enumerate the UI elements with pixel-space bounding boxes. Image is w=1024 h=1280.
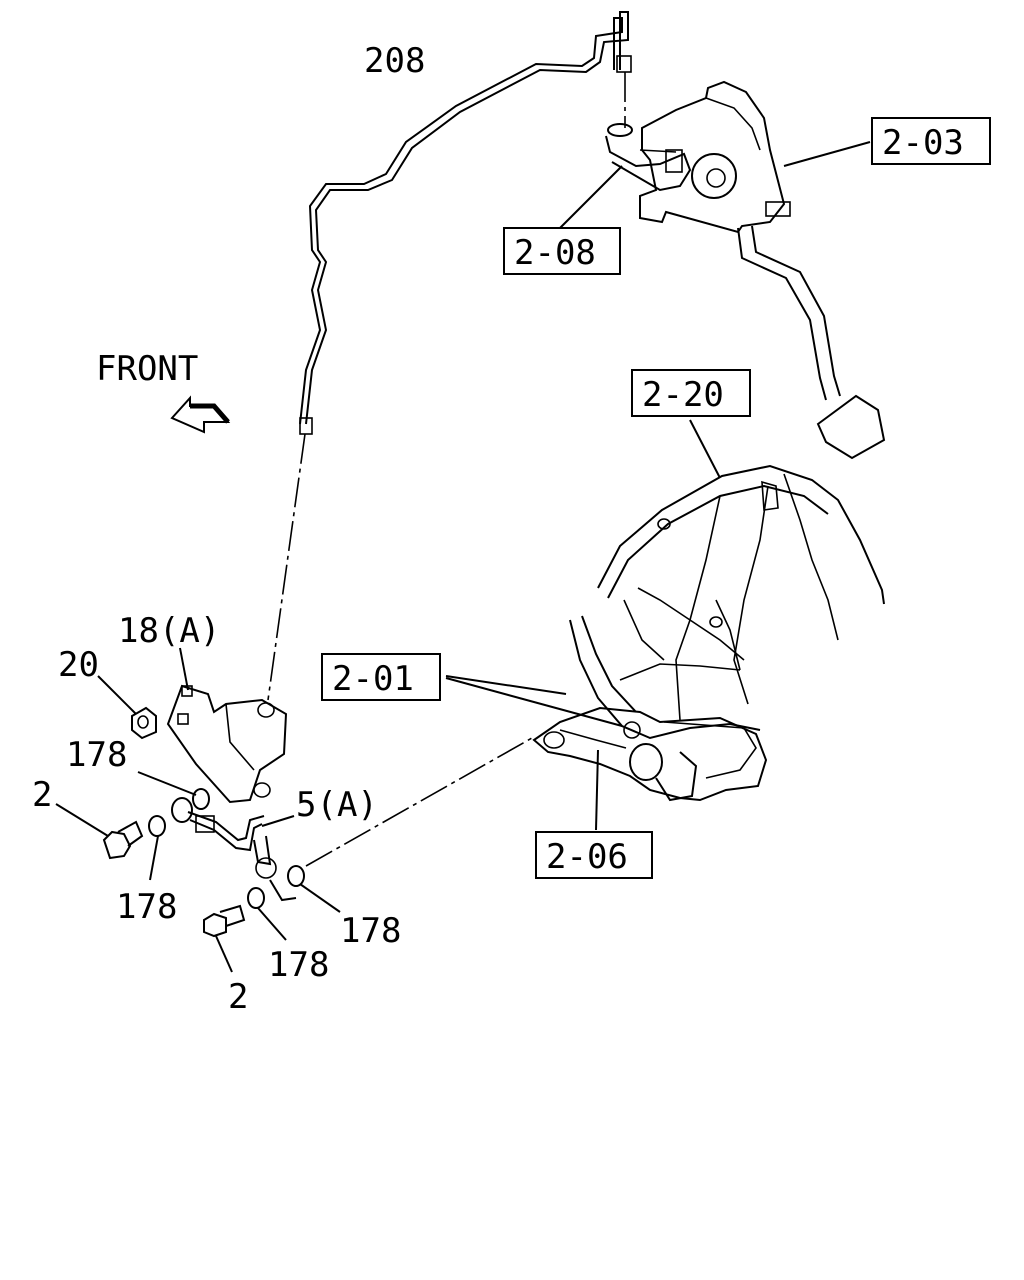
pedal-pad <box>816 394 886 460</box>
label-178-left: 178 <box>116 887 177 927</box>
label-2-03: 2-03 <box>882 123 964 163</box>
leader-5a <box>261 815 295 827</box>
leader-20 <box>97 675 137 715</box>
leader-178-upper <box>137 771 197 796</box>
clutch-hose <box>171 797 297 902</box>
leader-2-06 <box>595 749 599 831</box>
callout-box-2-08 <box>503 227 621 275</box>
label-2-left: 2 <box>32 775 52 815</box>
washer-upper <box>192 788 210 810</box>
leader-178-lower <box>257 907 287 941</box>
washer-right <box>287 865 305 887</box>
label-2-lower: 2 <box>228 977 248 1017</box>
label-178-lower: 178 <box>268 945 329 985</box>
label-20: 20 <box>58 645 99 685</box>
leader-2-03 <box>783 141 871 167</box>
washer-lower <box>247 887 265 909</box>
pedal-pivot <box>691 153 737 199</box>
label-2-20: 2-20 <box>642 375 724 415</box>
pedal-assembly <box>639 80 886 460</box>
leader-2-left <box>55 803 109 837</box>
leader-178-left <box>149 835 159 881</box>
union-bolt-left <box>102 820 144 860</box>
front-label: FRONT <box>96 349 198 389</box>
leader-2-08 <box>559 165 623 229</box>
label-18a: 18(A) <box>118 611 220 651</box>
bracket-nut <box>131 706 157 740</box>
hose-bracket <box>166 684 288 804</box>
callout-box-2-06 <box>535 831 653 879</box>
pipe-to-slave-dash <box>267 433 306 701</box>
clutch-pipe <box>299 11 632 435</box>
callout-box-2-03 <box>871 117 991 165</box>
leader-18a <box>179 647 189 691</box>
leader-2-01-a <box>445 675 567 695</box>
pipe-fitting-upper <box>616 55 632 73</box>
label-178-upper: 178 <box>66 735 127 775</box>
pipe-fitting-lower <box>299 417 313 435</box>
label-2-01: 2-01 <box>332 659 414 699</box>
label-2-08: 2-08 <box>514 233 596 273</box>
master-cylinder <box>605 123 692 192</box>
label-208: 208 <box>364 41 425 81</box>
label-178-right: 178 <box>340 911 401 951</box>
leader-2-01-b <box>445 677 623 727</box>
union-bolt-lower <box>203 904 246 938</box>
leader-178-right <box>299 883 341 913</box>
clutch-housing <box>569 464 885 740</box>
label-2-06: 2-06 <box>546 837 628 877</box>
slave-cylinder <box>532 706 768 802</box>
washer-left <box>148 815 166 837</box>
callout-box-2-01 <box>321 653 441 701</box>
leader-2-20 <box>689 419 721 479</box>
label-5a: 5(A) <box>296 785 378 825</box>
leader-2-lower <box>215 935 233 973</box>
callout-box-2-20 <box>631 369 751 417</box>
